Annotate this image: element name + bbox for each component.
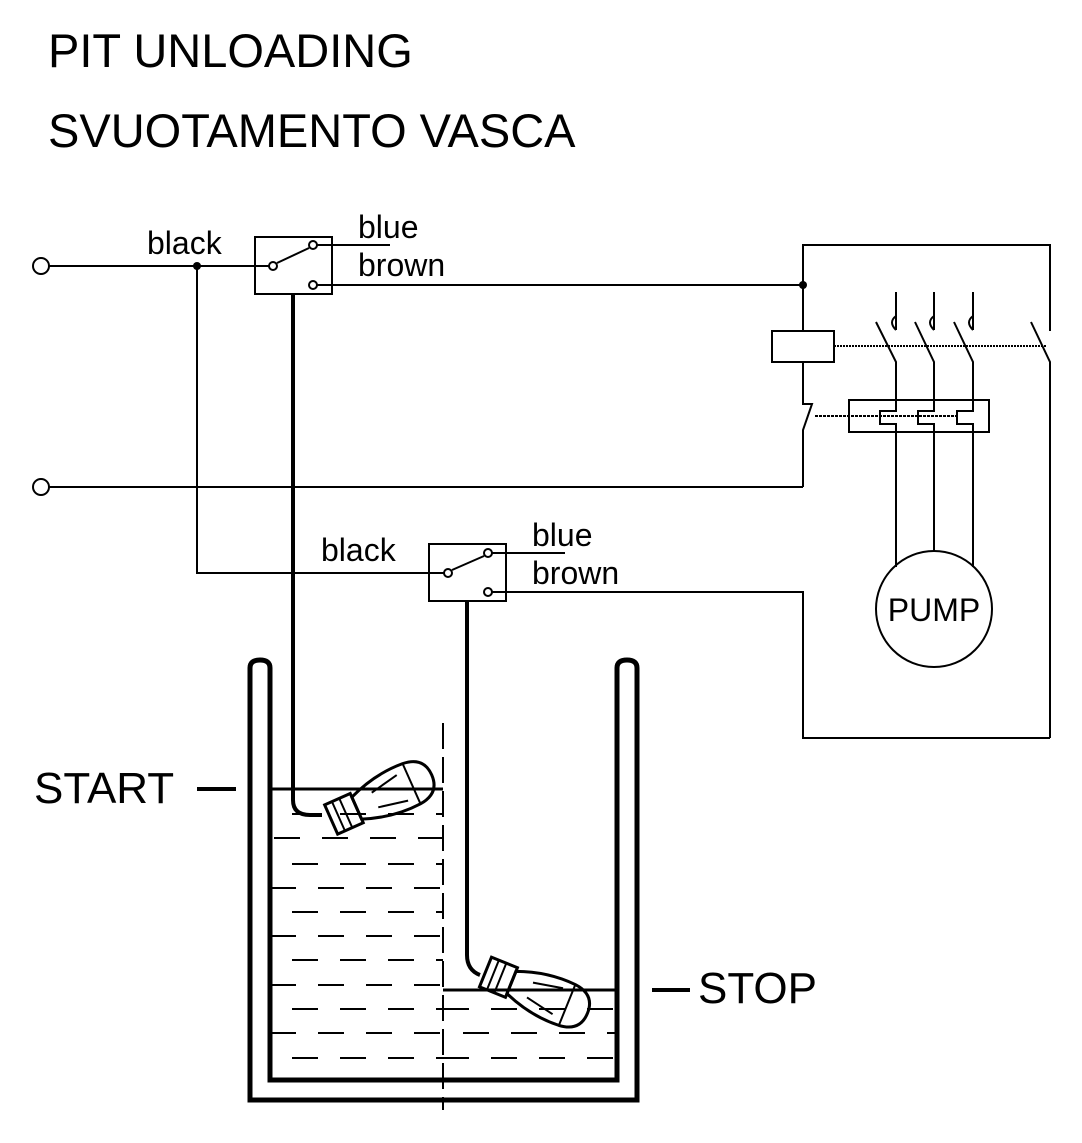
contactor-assembly [771, 244, 1051, 738]
pump-motor-icon [875, 550, 993, 668]
lower-float-switch [428, 543, 507, 602]
upper-switch-brown-label: brown [358, 247, 445, 283]
lower-switch-common-label: black [321, 532, 397, 568]
upper-switch-common-label: black [147, 225, 223, 261]
supply-terminal-2 [32, 478, 50, 496]
water-left [270, 813, 443, 1059]
water-right [443, 1008, 617, 1059]
tank [247, 657, 640, 1103]
lower-float-icon [477, 955, 592, 1029]
upper-float-cable [291, 294, 322, 817]
stop-level-label: STOP [698, 964, 817, 1013]
lower-float-cable [465, 601, 481, 977]
title-english: PIT UNLOADING [48, 24, 413, 77]
contactor-coil-icon [771, 330, 835, 363]
main-contact-1 [891, 292, 897, 331]
wire-branch-to-lower-switch [196, 266, 446, 574]
pump-label: PUMP [888, 592, 980, 628]
title-italian: SVUOTAMENTO VASCA [48, 104, 576, 157]
lower-switch-brown-wire [492, 591, 1050, 739]
upper-switch-blue-label: blue [358, 209, 419, 245]
start-level-label: START [34, 764, 174, 813]
supply-terminal-1 [32, 257, 50, 275]
upper-float-switch [254, 236, 333, 295]
upper-float-icon [322, 760, 436, 837]
lower-switch-blue-label: blue [532, 517, 593, 553]
lower-switch-brown-label: brown [532, 555, 619, 591]
